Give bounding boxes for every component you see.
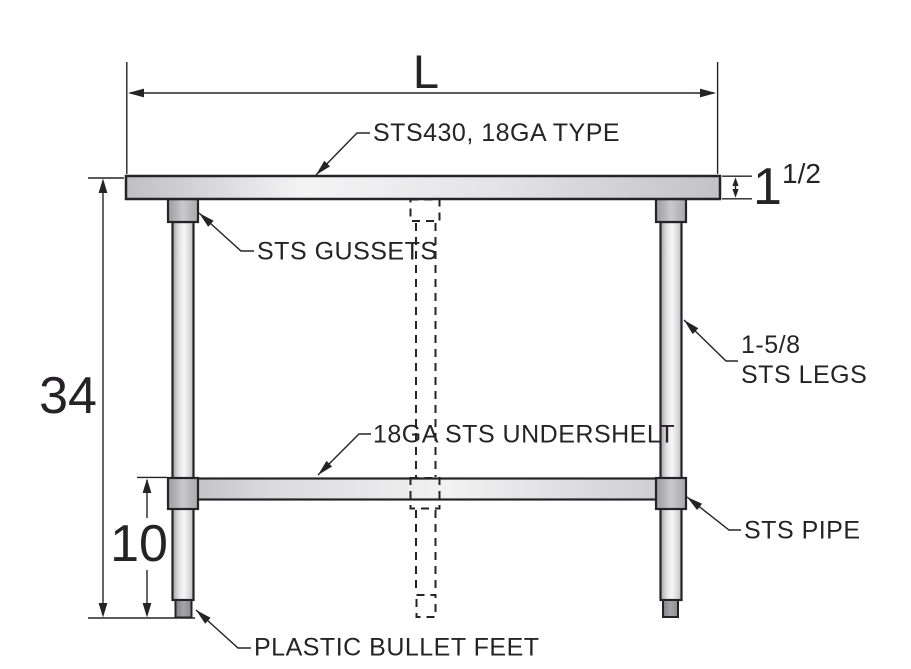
leader-line [198,212,254,252]
dim-overall-height: 34 [39,177,195,619]
top-material-label: STS430, 18GA TYPE [373,119,620,147]
left-gusset [166,197,200,224]
leader-arrowhead [196,610,211,624]
leader-line [195,609,251,649]
undershelf-height-dim-text: 10 [110,515,168,573]
arrowhead-up [142,478,152,493]
hidden-center-gusset [409,198,441,222]
hidden-center-collar [409,477,441,510]
leader-arrowhead [318,460,333,475]
left-bullet-foot [174,599,193,619]
legs-label: STS LEGS [741,361,867,389]
right-pipe-collar [654,476,688,511]
hidden-center-foot [415,594,437,618]
gussets-label: STS GUSSETS [257,238,438,266]
leader-arrowhead [684,320,699,335]
left-pipe-collar [166,476,200,511]
arrowhead-up [98,178,108,193]
arrowhead-right [700,88,716,98]
undershelf-label: 18GA STS UNDERSHELT [373,421,675,449]
callout-feet: PLASTIC BULLET FEET [195,609,540,662]
dim-undershelf-height: 10 [110,476,168,618]
callout-top-material: STS430, 18GA TYPE [315,119,620,176]
tabletop [124,174,722,201]
left-leg [171,220,195,602]
arrowhead-down [98,603,108,618]
leader-line [683,319,738,362]
callout-legs: 1-5/8 STS LEGS [683,319,867,389]
overall-height-dim-text: 34 [39,367,97,425]
leader-arrowhead [687,497,703,510]
arrowhead-up [732,177,739,186]
right-gusset [654,197,688,224]
leader-line [315,132,370,176]
callout-gussets: STS GUSSETS [198,212,438,266]
top-thickness-whole-text: 1 [753,158,782,216]
legs-size-label: 1-5/8 [741,331,800,359]
leader-arrowhead [199,213,214,227]
leader-line [317,433,371,476]
length-dim-text: L [413,45,439,98]
right-bullet-foot [662,599,679,618]
callout-pipe: STS PIPE [686,496,861,545]
dim-length: L [126,45,719,174]
right-leg [659,220,683,602]
arrowhead-left [128,88,144,98]
arrowhead-down [142,603,152,618]
undershelf [195,477,659,501]
dim-top-thickness: 1 1/2 [722,158,821,216]
top-thickness-fraction-text: 1/2 [782,158,821,189]
pipe-label: STS PIPE [744,517,861,545]
leader-arrowhead [316,160,330,175]
leader-line [686,496,741,531]
hidden-center-leg [409,198,441,618]
callout-undershelf: 18GA STS UNDERSHELT [317,421,675,476]
feet-label: PLASTIC BULLET FEET [254,634,540,662]
arrowhead-down [732,189,739,198]
